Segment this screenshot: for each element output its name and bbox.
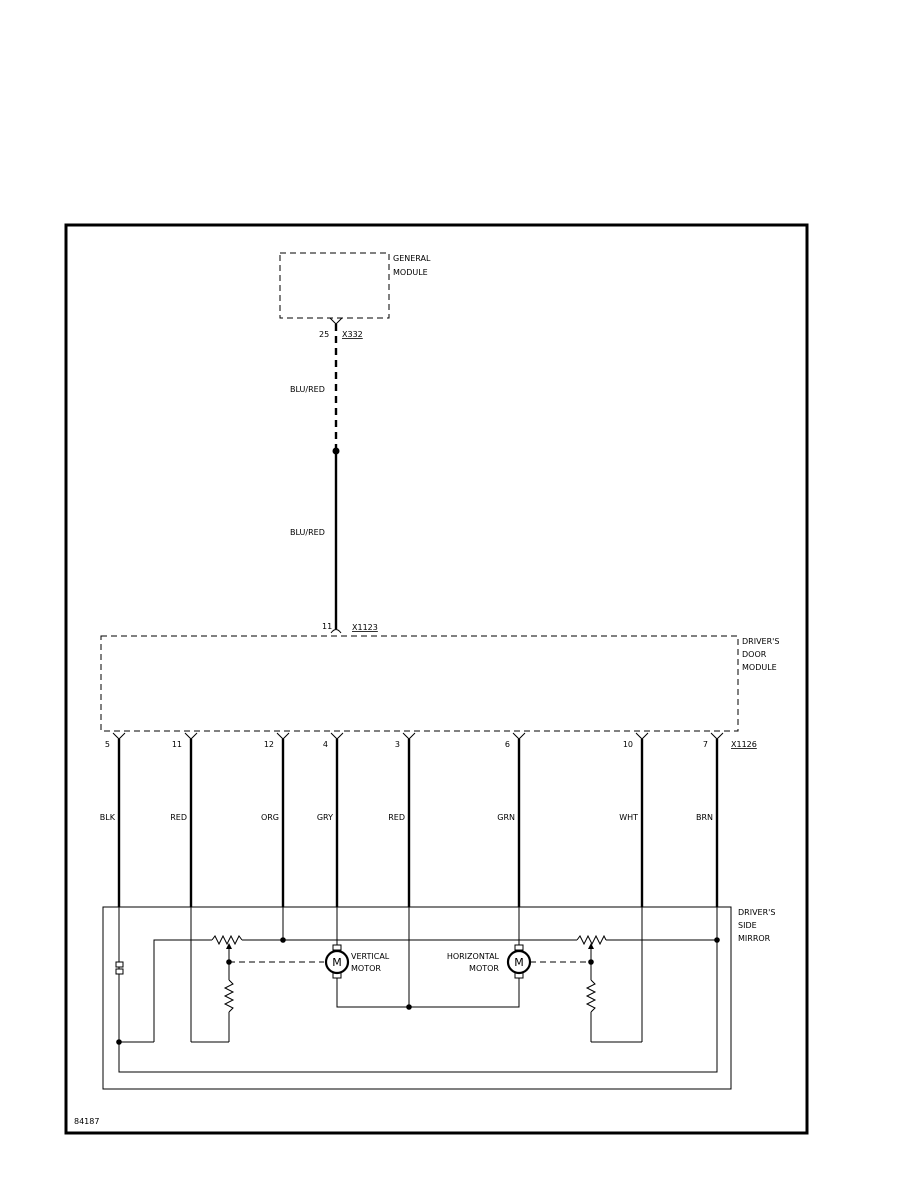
left-pot-feed [153,939,212,1042]
pin-connector-7 [710,732,724,740]
wire-color-label-0: BLK [100,813,116,822]
pin-connector-3 [330,732,344,740]
mirror-label-1: DRIVER'S [738,908,775,917]
wire-color-label-5: GRN [497,813,515,822]
motor-common-junction [406,1004,412,1010]
wire-color-label-4: RED [388,813,405,822]
pin-number-4: 3 [395,740,400,749]
door-module-label-2: DOOR [742,650,767,659]
pin-number-1: 11 [172,740,182,749]
door-module-label-3: MODULE [742,663,777,672]
general-module-box [279,252,390,319]
diagram-frame [64,223,809,1135]
vertical-motor-label-1: VERTICAL [351,952,390,961]
door-module-label-1: DRIVER'S [742,637,779,646]
pin-connector-2 [276,732,290,740]
mirror-box [102,906,732,1090]
mirror-label-3: MIRROR [738,934,771,943]
pin-connector-4 [402,732,416,740]
pin-connector-0 [112,732,126,740]
connector-x332-label: X332 [342,330,363,339]
pin-number-3: 4 [323,740,328,749]
mirror-heater-icon [115,961,124,975]
pin-number-7: 7 [703,740,708,749]
vertical-motor-icon [324,944,350,979]
feed-wire-color-lower: BLU/RED [290,528,325,537]
wire-color-label-1: RED [170,813,187,822]
pin-number-2: 12 [264,740,274,749]
org-junction [280,937,286,943]
horizontal-motor-icon [506,944,532,979]
ground-loop [118,907,718,1073]
vertical-motor-label-2: MOTOR [351,964,381,973]
horizontal-motor-symbol: M [514,956,524,969]
general-module-label-1: GENERAL [393,254,431,263]
mirror-label-2: SIDE [738,921,757,930]
pin-connector-1 [184,732,198,740]
figure-number: 84187 [74,1117,99,1126]
pin-number-5: 6 [505,740,510,749]
pin-number-0: 5 [105,740,110,749]
pin-connector-6 [635,732,649,740]
general-module-label-2: MODULE [393,268,428,277]
brn-junction [714,937,720,943]
motor-common-wire [336,973,520,1008]
ground-junction [116,1039,122,1045]
wire-color-label-3: GRY [317,813,333,822]
connector-x1126-label: X1126 [731,740,757,749]
wire-color-label-7: BRN [696,813,713,822]
horizontal-motor-label-2: MOTOR [469,964,499,973]
feed-wire-color-upper: BLU/RED [290,385,325,394]
vertical-motor-symbol: M [332,956,342,969]
wire-color-label-2: ORG [261,813,279,822]
connector-x332-symbol [329,317,343,325]
door-module-input-pin: 11 [322,622,332,631]
wire-color-label-6: WHT [619,813,638,822]
horizontal-position-sensor-icon [576,934,642,1043]
connector-x1123-symbol [330,629,342,634]
vertical-position-sensor-icon [191,934,243,1043]
pin-number-6: 10 [623,740,633,749]
horizontal-motor-label-1: HORIZONTAL [447,952,500,961]
connector-x1123-label: X1123 [352,623,378,632]
door-module-box [100,635,739,732]
pin-connector-5 [512,732,526,740]
general-module-pin: 25 [319,330,329,339]
